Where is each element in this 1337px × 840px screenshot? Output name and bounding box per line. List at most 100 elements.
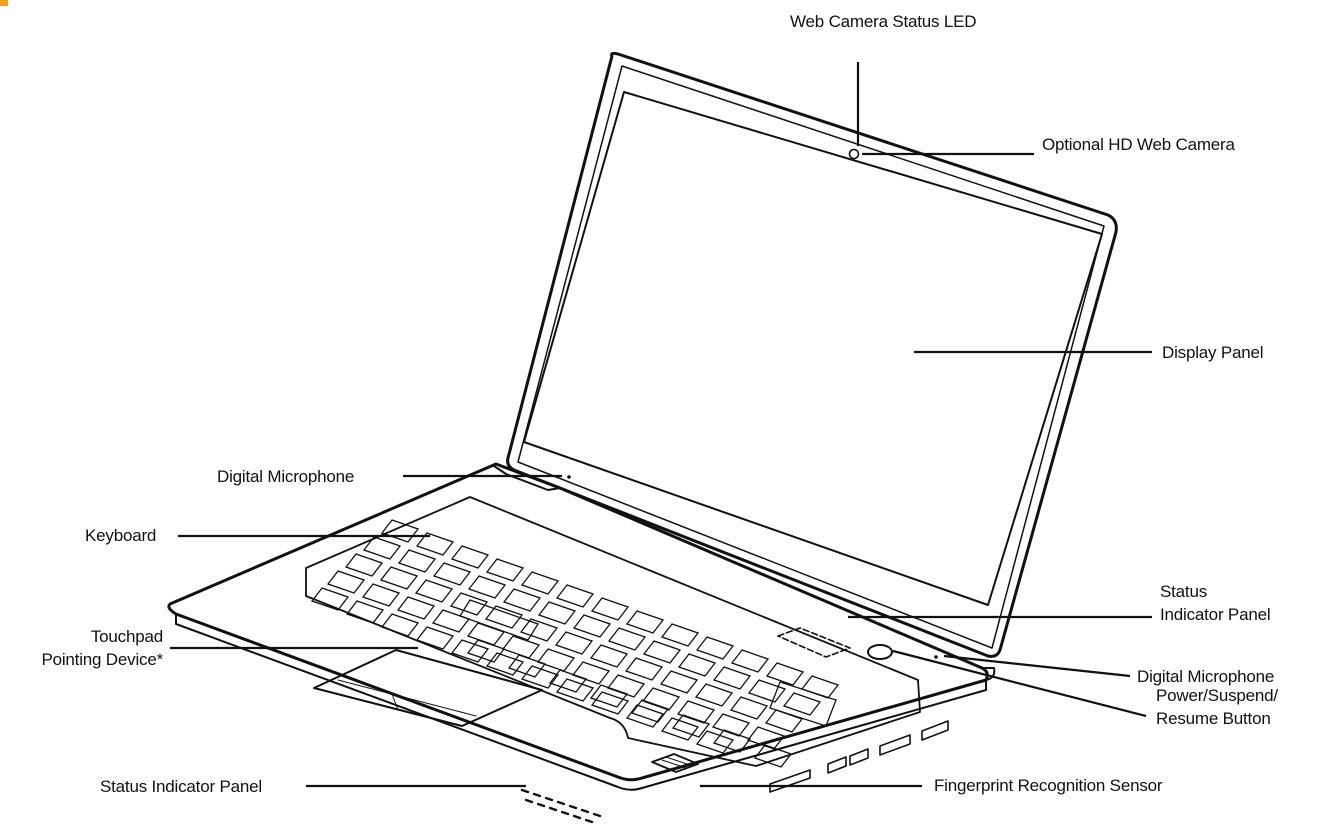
label-status-line1: Status xyxy=(1160,582,1207,601)
keyboard-key xyxy=(589,644,629,668)
keyboard-key xyxy=(450,545,490,569)
keyboard-key xyxy=(641,687,681,711)
keyboard-key xyxy=(310,587,350,611)
keyboard-key xyxy=(536,648,576,672)
keyboard-key xyxy=(764,709,804,733)
keyboard-key xyxy=(712,666,752,690)
microphone-dot-right xyxy=(934,655,938,659)
keyboard-key xyxy=(590,691,630,715)
display-bezel-inner xyxy=(517,65,1105,649)
keyboard-key xyxy=(466,622,506,646)
keyboard-key xyxy=(380,519,420,543)
keyboard-key xyxy=(449,592,489,616)
keyboard-key xyxy=(548,669,588,693)
label-touchpad-line2: Pointing Device* xyxy=(41,650,163,669)
web-camera-lens xyxy=(848,148,860,160)
keyboard-key xyxy=(507,654,547,678)
label-power-line2: Resume Button xyxy=(1156,709,1271,728)
keyboard-key xyxy=(380,613,420,637)
label-keyboard: Keyboard xyxy=(85,526,157,545)
keyboard-key xyxy=(782,692,822,716)
label-web-camera-status-led: Web Camera Status LED xyxy=(790,12,977,31)
keyboard-key xyxy=(361,583,401,607)
keyboard-key xyxy=(459,599,539,641)
keyboard-key xyxy=(485,558,525,582)
leader-mic-right xyxy=(943,654,1131,678)
keyboard-key xyxy=(362,536,402,560)
keyboard-key xyxy=(695,636,735,660)
label-power-line1: Power/Suspend/ xyxy=(1156,686,1278,705)
corner-marker xyxy=(0,0,8,6)
keyboard-key xyxy=(746,726,786,750)
label-touchpad: Touchpad Pointing Device* xyxy=(0,625,163,671)
keyboard-key xyxy=(695,730,735,754)
keyboard-key xyxy=(397,549,437,573)
keyboard-key xyxy=(677,653,717,677)
keyboard-key xyxy=(571,661,611,685)
keyboard-key xyxy=(625,610,665,634)
status-panel-front xyxy=(520,788,602,824)
microphone-dot-left xyxy=(567,475,571,479)
keyboard-key xyxy=(431,609,471,633)
keyboard-key xyxy=(711,713,751,737)
keyboard-key xyxy=(625,704,665,728)
keyboard-key xyxy=(747,679,787,703)
label-touchpad-line1: Touchpad xyxy=(90,627,163,646)
keyboard-key xyxy=(555,584,595,608)
keyboard-key xyxy=(753,744,793,768)
keyboard-key xyxy=(326,570,366,594)
fingerprint-sensor xyxy=(651,753,699,773)
keyboard-key xyxy=(712,729,752,753)
keyboard-key xyxy=(606,674,646,698)
base-front-edge xyxy=(175,613,987,791)
keyboard-key xyxy=(765,662,805,686)
keyboard-key xyxy=(466,639,506,663)
keyboard-key xyxy=(589,684,629,708)
keyboard-key xyxy=(396,596,436,620)
keyboard-key xyxy=(501,635,541,659)
keyboard-key xyxy=(729,696,769,720)
leader-power xyxy=(892,649,1147,718)
keyboard-key xyxy=(432,562,472,586)
label-status-indicator-panel-top: Status Indicator Panel xyxy=(1160,580,1271,626)
label-status-indicator-panel-bottom: Status Indicator Panel xyxy=(100,777,262,796)
display-lid-outer xyxy=(506,51,1118,658)
keyboard-key xyxy=(415,532,455,556)
keyboard-key xyxy=(624,657,664,681)
label-digital-microphone-left: Digital Microphone xyxy=(217,467,355,486)
keyboard-key xyxy=(450,639,490,663)
keyboard-key xyxy=(659,670,699,694)
keyboard-key xyxy=(671,714,711,738)
keyboard-key xyxy=(414,579,454,603)
keyboard-key xyxy=(555,678,595,702)
keyboard-key xyxy=(502,588,542,612)
label-digital-microphone-right: Digital Microphone xyxy=(1137,667,1275,686)
label-fingerprint-sensor: Fingerprint Recognition Sensor xyxy=(934,776,1163,795)
keyboard-key xyxy=(590,597,630,621)
keyboard-key xyxy=(379,566,419,590)
keyboard-key xyxy=(484,605,524,629)
label-status-line2: Indicator Panel xyxy=(1160,605,1271,624)
keyboard-key xyxy=(554,631,594,655)
power-button xyxy=(867,644,893,660)
hinge xyxy=(493,465,561,491)
status-panel-deck xyxy=(777,627,851,658)
keyboard-key xyxy=(520,571,560,595)
keyboard-key xyxy=(694,683,734,707)
label-display-panel: Display Panel xyxy=(1162,343,1264,362)
label-power-button: Power/Suspend/ Resume Button xyxy=(1156,684,1278,730)
keyboard-key xyxy=(660,623,700,647)
display-screen xyxy=(523,91,1103,606)
keyboard-key xyxy=(572,614,612,638)
keyboard-well xyxy=(305,496,921,767)
keyboard-key xyxy=(344,553,384,577)
keyboard-key xyxy=(520,665,560,689)
keyboard-key xyxy=(467,575,507,599)
keyboard-key xyxy=(769,681,837,727)
keyboard-key xyxy=(519,618,559,642)
label-optional-hd-web-camera: Optional HD Web Camera xyxy=(1042,135,1235,154)
keyboard-key xyxy=(630,699,670,723)
side-ports xyxy=(769,720,949,793)
